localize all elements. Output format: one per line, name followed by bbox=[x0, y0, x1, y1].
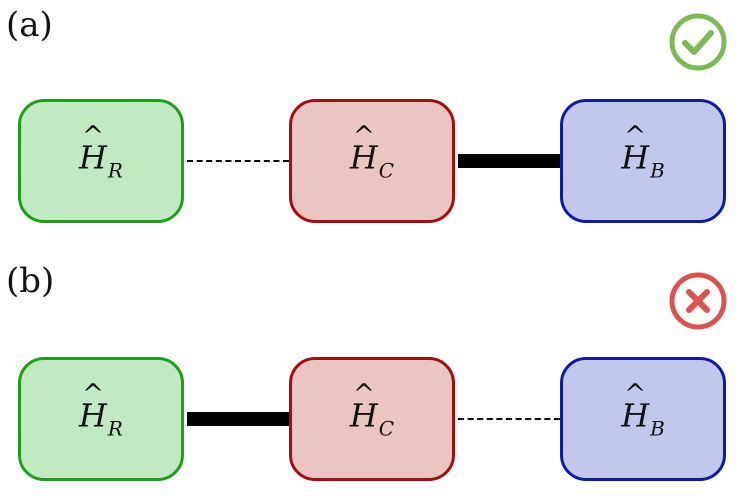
hat-accent: ^ bbox=[82, 379, 104, 410]
panel-a-node-c: ^HC bbox=[289, 99, 455, 223]
hat-accent: ^ bbox=[82, 121, 104, 152]
panel-b-node-b: ^HB bbox=[560, 357, 726, 481]
operator-symbol: H bbox=[349, 138, 378, 177]
panel-b-node-r: ^HR bbox=[18, 357, 184, 481]
panel-a-node-r: ^HR bbox=[18, 99, 184, 223]
operator-symbol: H bbox=[79, 138, 107, 177]
check-circle-icon bbox=[668, 12, 728, 72]
panel-b-link-c-b-weak bbox=[458, 418, 560, 420]
operator-symbol: H bbox=[79, 396, 107, 435]
hat-accent: ^ bbox=[352, 121, 375, 152]
hat-accent: ^ bbox=[624, 121, 647, 152]
operator-symbol: H bbox=[349, 396, 378, 435]
operator-subscript: C bbox=[378, 158, 395, 183]
panel-b-node-c: ^HC bbox=[289, 357, 455, 481]
operator-subscript: R bbox=[107, 158, 123, 183]
panel-b-link-r-c-strong bbox=[187, 412, 289, 426]
panel-b-label: (b) bbox=[6, 261, 55, 301]
operator-subscript: R bbox=[107, 416, 123, 441]
operator-symbol: H bbox=[621, 138, 650, 177]
operator-subscript: C bbox=[378, 416, 395, 441]
operator-subscript: B bbox=[650, 416, 665, 441]
cross-circle-icon bbox=[668, 271, 728, 331]
operator-symbol: H bbox=[621, 396, 650, 435]
panel-a-label: (a) bbox=[6, 5, 53, 45]
panel-a-link-r-c-weak bbox=[187, 160, 289, 162]
panel-a-node-b: ^HB bbox=[560, 99, 726, 223]
hat-accent: ^ bbox=[352, 379, 375, 410]
operator-subscript: B bbox=[650, 158, 665, 183]
hat-accent: ^ bbox=[624, 379, 647, 410]
panel-a-link-c-b-strong bbox=[458, 154, 560, 168]
